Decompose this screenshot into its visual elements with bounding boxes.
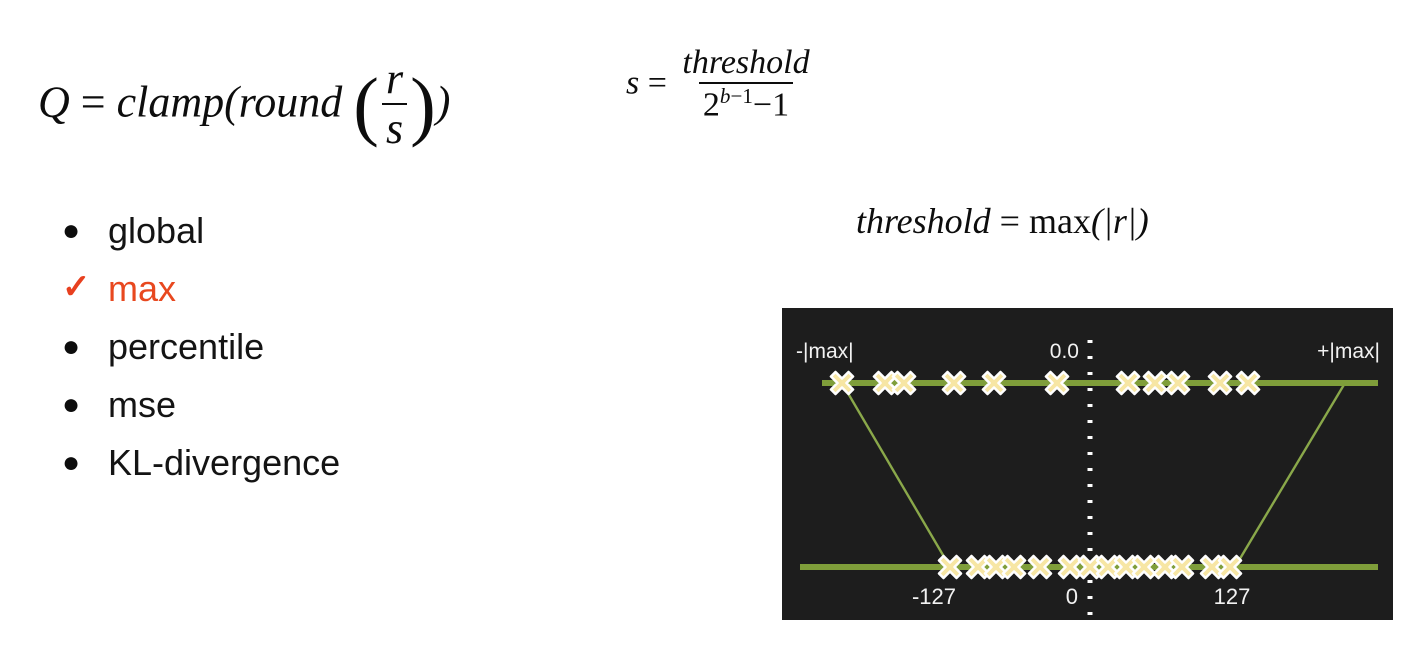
bullet-icon: ● — [62, 388, 81, 421]
axis-label-positive-max: +|max| — [1317, 340, 1380, 363]
bullet-icon: ● — [62, 330, 81, 363]
list-item-label: KL-divergence — [108, 442, 341, 483]
formula-quantize-round: round — [238, 77, 343, 127]
formula-scale-den-exp-b: b — [719, 83, 731, 108]
formula-scale-den-exp-one: 1 — [742, 83, 753, 108]
list-item-max[interactable]: ✓ max — [62, 260, 492, 318]
formula-scale-den-minus: − — [752, 86, 773, 124]
formula-quantize-paren-close: ) — [435, 77, 451, 127]
axis-label-zero-real: 0.0 — [1050, 340, 1079, 363]
right-clamp-edge-line — [1233, 382, 1347, 568]
formula-scale-lhs: s — [626, 64, 640, 102]
list-item-mse[interactable]: ● mse — [62, 376, 492, 434]
formula-threshold-equals: = — [999, 201, 1020, 241]
formula-threshold: threshold = max(|r|) — [856, 203, 1149, 239]
formula-quantize-denominator: s — [381, 103, 408, 152]
list-item-label: percentile — [108, 326, 265, 367]
axis-label-zero-int8: 0 — [1066, 584, 1078, 609]
formula-quantize-big-paren-close: ) — [410, 61, 436, 148]
diagram-canvas: -|max| 0.0 +|max| -127 0 127 — [796, 340, 1380, 616]
bullet-icon: ● — [62, 214, 81, 247]
formula-threshold-argument: (|r|) — [1090, 201, 1149, 241]
formula-scale-equals: = — [647, 64, 667, 102]
axis-label-negative-127: -127 — [912, 584, 956, 609]
formula-scale: s = threshold 2b−1−1 — [626, 45, 817, 125]
axis-label-negative-max: -|max| — [796, 340, 854, 363]
formula-scale-numerator: threshold — [682, 44, 810, 81]
axis-label-positive-127: 127 — [1214, 584, 1251, 609]
calibration-method-list: ● global ✓ max ● percentile ● mse ● KL-d… — [62, 202, 492, 492]
list-item-kl-divergence[interactable]: ● KL-divergence — [62, 434, 492, 492]
formula-scale-den-exp-minus: − — [730, 83, 743, 108]
formula-quantize-numerator: r — [385, 54, 404, 103]
bullet-icon: ● — [62, 446, 81, 479]
list-item-percentile[interactable]: ● percentile — [62, 318, 492, 376]
list-item-label: mse — [108, 384, 177, 425]
formula-quantize-lhs: Q — [38, 77, 70, 127]
list-item-label: global — [108, 210, 205, 251]
quantization-mapping-diagram: -|max| 0.0 +|max| -127 0 127 — [782, 308, 1393, 620]
formula-scale-den-exponent: b−1 — [720, 84, 753, 108]
checkmark-icon: ✓ — [62, 268, 91, 306]
formula-scale-denominator: 2b−1−1 — [698, 81, 794, 124]
formula-scale-fraction: threshold 2b−1−1 — [678, 45, 813, 123]
clamp-mapping-lines — [840, 382, 1347, 568]
formula-quantize-equals: = — [80, 77, 106, 127]
formula-quantize-clamp: clamp — [116, 77, 225, 127]
formula-quantize-paren-open: ( — [224, 77, 239, 127]
formula-quantize-big-paren-open: ( — [353, 61, 379, 148]
list-item-global[interactable]: ● global — [62, 202, 492, 260]
left-clamp-edge-line — [840, 382, 952, 568]
list-item-label: max — [108, 268, 177, 309]
formula-threshold-lhs: threshold — [856, 201, 991, 241]
formula-scale-den-one: 1 — [772, 86, 790, 124]
formula-threshold-max: max — [1028, 201, 1091, 241]
formula-scale-den-base: 2 — [702, 86, 720, 124]
